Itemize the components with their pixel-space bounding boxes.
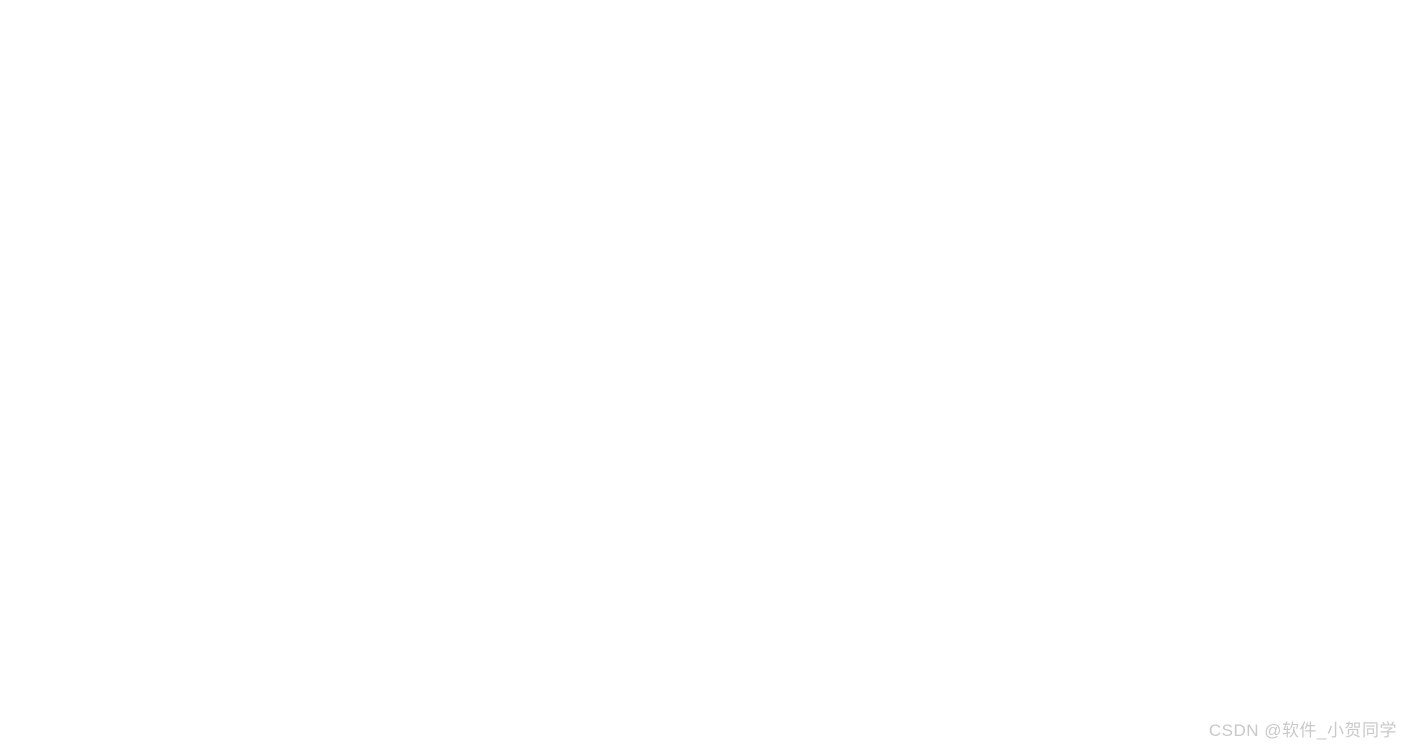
- diagram-canvas: CSDN @软件_小贺同学: [0, 0, 1405, 747]
- tree-diagram: [0, 0, 1405, 747]
